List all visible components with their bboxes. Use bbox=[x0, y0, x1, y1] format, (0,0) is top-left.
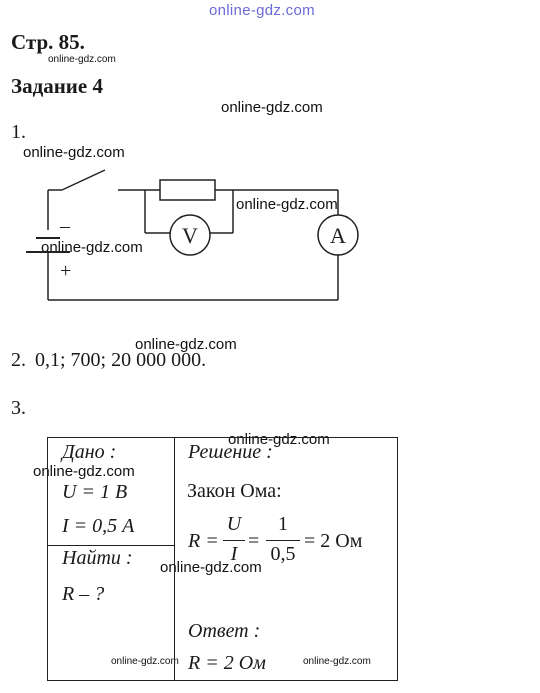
voltmeter bbox=[169, 214, 211, 256]
watermark: online-gdz.com bbox=[48, 54, 116, 65]
ohm-law-label: Закон Ома: bbox=[187, 480, 282, 502]
switch-lever bbox=[61, 169, 106, 191]
fraction-1-numerator: U bbox=[226, 513, 242, 535]
fraction-1-denominator: I bbox=[230, 543, 238, 565]
fraction-2-denominator: 0,5 bbox=[270, 543, 296, 565]
answer-value: R = 2 Ом bbox=[188, 652, 266, 674]
item-1-number: 1. bbox=[11, 121, 26, 143]
item-2-answer: 0,1; 700; 20 000 000. bbox=[35, 349, 207, 371]
item-3-number: 3. bbox=[11, 397, 26, 419]
formula-r: R = bbox=[188, 530, 219, 552]
watermark: online-gdz.com bbox=[160, 559, 262, 576]
solution-table: Дано : U = 1 В I = 0,5 А Найти : R – ? Р… bbox=[47, 437, 398, 681]
task-title: Задание 4 bbox=[11, 74, 103, 98]
watermark-top: online-gdz.com bbox=[209, 2, 315, 19]
solution-title: Решение : bbox=[188, 441, 273, 463]
watermark: online-gdz.com bbox=[236, 196, 338, 213]
ammeter-label: A bbox=[330, 223, 346, 248]
given-title: Дано : bbox=[62, 441, 117, 463]
circuit-diagram: – + V A bbox=[26, 169, 359, 301]
resistor bbox=[159, 179, 216, 201]
given-voltage: U = 1 В bbox=[62, 481, 128, 503]
watermark: online-gdz.com bbox=[228, 431, 330, 448]
given-current: I = 0,5 А bbox=[62, 515, 135, 537]
watermark: online-gdz.com bbox=[221, 99, 323, 116]
fraction-2-bar bbox=[266, 540, 300, 541]
voltmeter-label: V bbox=[182, 223, 198, 248]
watermark: online-gdz.com bbox=[111, 656, 179, 667]
equals-sign: = bbox=[248, 530, 260, 552]
minus-sign: – bbox=[59, 215, 71, 237]
result-value: = 2 Ом bbox=[304, 530, 363, 552]
fraction-2-numerator: 1 bbox=[278, 513, 288, 535]
page-label: Стр. 85. bbox=[11, 30, 85, 54]
plus-sign: + bbox=[60, 260, 71, 282]
watermark: online-gdz.com bbox=[135, 336, 237, 353]
table-divider-vertical bbox=[174, 438, 175, 680]
fraction-1-bar bbox=[223, 540, 245, 541]
table-divider-horizontal bbox=[48, 545, 174, 546]
find-resistance: R – ? bbox=[62, 583, 105, 605]
item-2-number: 2. bbox=[11, 349, 26, 371]
answer-title: Ответ : bbox=[188, 620, 261, 642]
watermark: online-gdz.com bbox=[23, 144, 125, 161]
watermark: online-gdz.com bbox=[33, 463, 135, 480]
watermark: online-gdz.com bbox=[303, 656, 371, 667]
find-title: Найти : bbox=[62, 547, 133, 569]
